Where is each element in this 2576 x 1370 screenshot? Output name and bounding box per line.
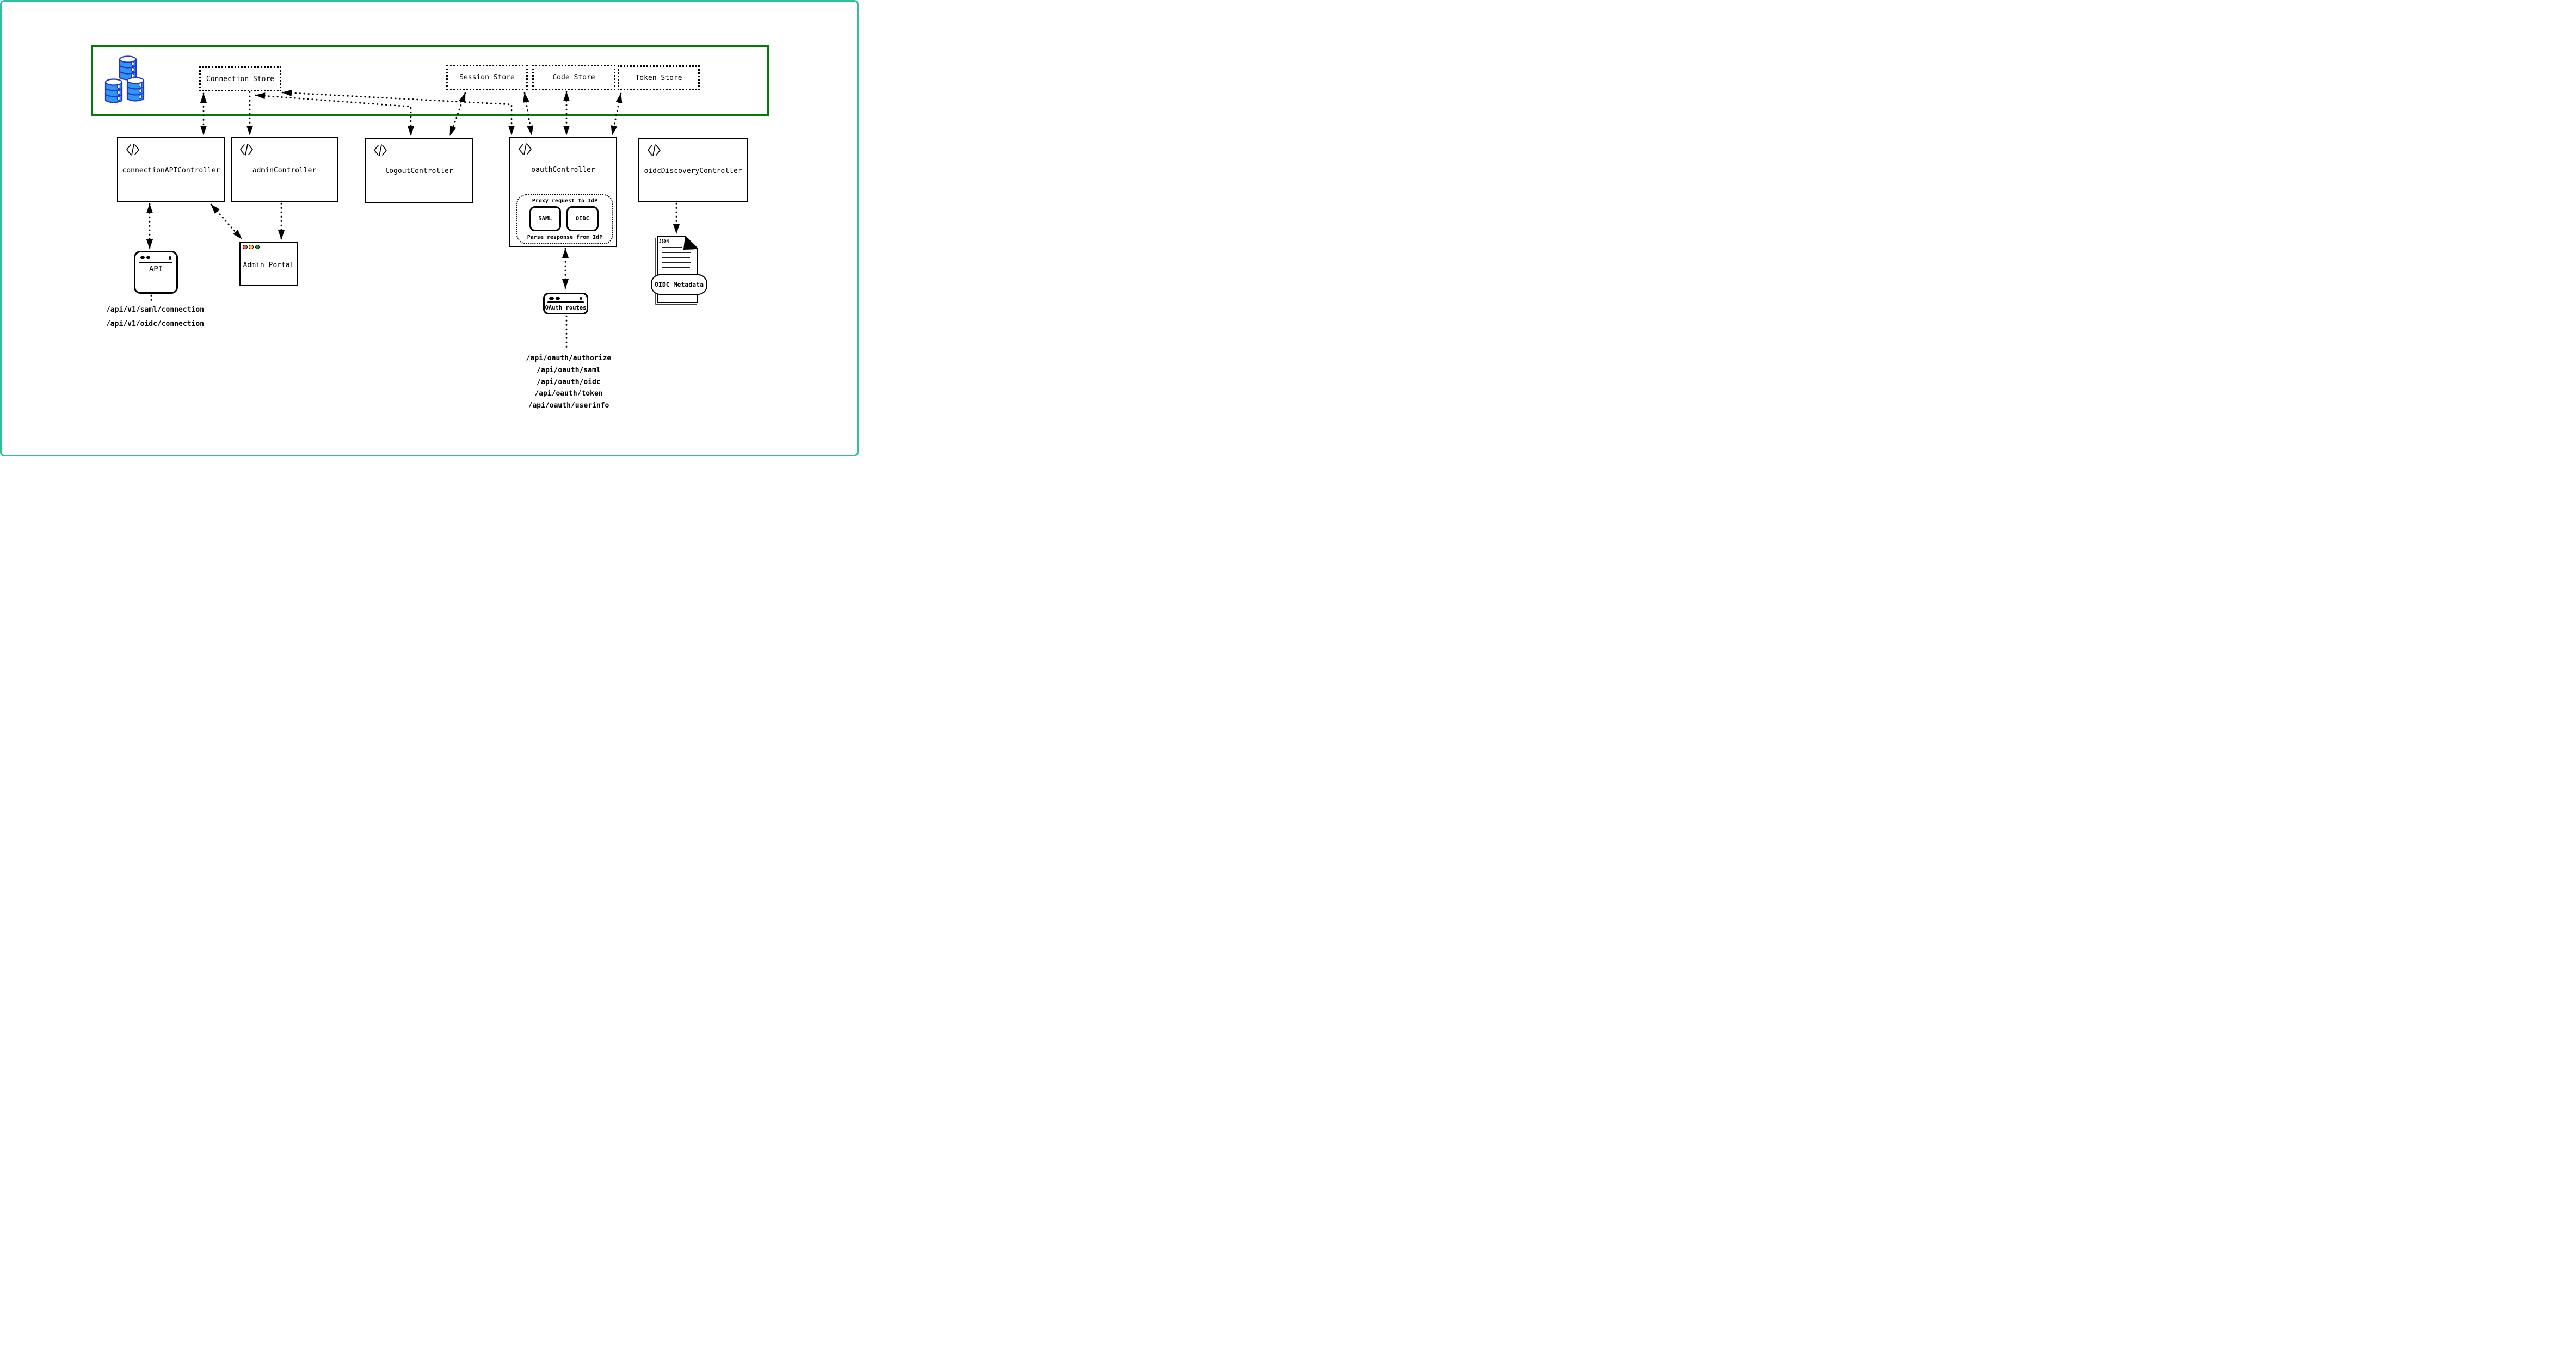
code-store-label: Code Store bbox=[552, 73, 595, 82]
code-icon bbox=[126, 144, 139, 156]
window-pill-icon bbox=[140, 256, 145, 259]
oauth-routes-label: OAuth routes bbox=[545, 305, 587, 311]
window-bar-divider bbox=[547, 301, 584, 303]
zoom-traffic-light-icon bbox=[255, 244, 260, 249]
architecture-diagram: { "palette": { "outer_frame": "#2fbf9c",… bbox=[0, 0, 859, 456]
oidc-metadata-label: OIDC Metadata bbox=[654, 281, 704, 288]
saml-chip-label: SAML bbox=[538, 215, 552, 222]
connection-api-controller-box: connectionAPIController bbox=[117, 137, 225, 202]
idp-proxy-box: Proxy request to IdP SAML OIDC Parse res… bbox=[516, 194, 613, 244]
logout-controller-box: logoutController bbox=[365, 138, 473, 203]
oidc-discovery-controller-label: oidcDiscoveryController bbox=[644, 167, 742, 175]
connection-store-label: Connection Store bbox=[206, 75, 275, 83]
oauth-endpoint-path: /api/oauth/saml bbox=[537, 366, 601, 374]
oauth-endpoint-list: /api/oauth/authorize /api/oauth/saml /ap… bbox=[509, 353, 628, 412]
database-icon bbox=[104, 55, 145, 103]
saml-protocol-chip: SAML bbox=[529, 206, 561, 231]
session-store-label: Session Store bbox=[459, 73, 515, 82]
oauth-endpoint-path: /api/oauth/userinfo bbox=[528, 402, 609, 410]
admin-portal-window: Admin Portal bbox=[239, 242, 298, 286]
close-traffic-light-icon bbox=[243, 244, 248, 249]
json-file-type-label: JSON bbox=[659, 239, 669, 244]
idp-proxy-top-label: Proxy request to IdP bbox=[532, 198, 598, 204]
window-pill-icon bbox=[549, 297, 554, 300]
token-store-box: Token Store bbox=[618, 65, 700, 90]
oauth-endpoint-path: /api/oauth/token bbox=[534, 390, 603, 398]
oauth-controller-box: oauthController Proxy request to IdP SAM… bbox=[509, 137, 617, 247]
oauth-endpoint-path: /api/oauth/authorize bbox=[526, 354, 612, 362]
api-endpoint-path: /api/v1/oidc/connection bbox=[106, 320, 204, 328]
idp-proxy-bottom-label: Parse response from IdP bbox=[527, 234, 603, 240]
code-store-box: Code Store bbox=[532, 65, 615, 90]
session-store-box: Session Store bbox=[446, 65, 528, 90]
connection-store-box: Connection Store bbox=[199, 66, 281, 91]
admin-portal-label: Admin Portal bbox=[243, 261, 294, 269]
minimize-traffic-light-icon bbox=[249, 244, 254, 249]
logout-controller-label: logoutController bbox=[385, 167, 453, 175]
api-window-label: API bbox=[149, 265, 163, 274]
connection-api-controller-label: connectionAPIController bbox=[122, 166, 220, 175]
window-pill-icon bbox=[146, 256, 150, 259]
api-window: API bbox=[134, 251, 178, 294]
json-file-icon bbox=[655, 235, 699, 305]
code-icon bbox=[648, 144, 661, 156]
code-icon bbox=[240, 144, 253, 156]
oauth-controller-label: oauthController bbox=[531, 166, 595, 174]
token-store-label: Token Store bbox=[635, 73, 682, 82]
admin-controller-box: adminController bbox=[231, 137, 338, 202]
oidc-protocol-chip: OIDC bbox=[566, 206, 599, 231]
oidc-chip-label: OIDC bbox=[575, 215, 590, 222]
admin-controller-label: adminController bbox=[252, 166, 317, 175]
page-frame bbox=[0, 0, 859, 456]
oauth-endpoint-path: /api/oauth/oidc bbox=[537, 378, 601, 386]
code-icon bbox=[374, 144, 387, 156]
oauth-routes-window: OAuth routes bbox=[543, 293, 588, 314]
oidc-metadata-pill: OIDC Metadata bbox=[651, 274, 707, 295]
api-endpoint-path: /api/v1/saml/connection bbox=[106, 306, 204, 314]
oidc-metadata-document: JSON OIDC Metadata bbox=[650, 234, 707, 306]
window-bar-divider bbox=[139, 262, 172, 263]
window-dot-icon bbox=[168, 256, 171, 260]
window-dot-icon bbox=[579, 297, 582, 300]
admin-portal-titlebar bbox=[241, 243, 297, 250]
oidc-discovery-controller-box: oidcDiscoveryController bbox=[638, 138, 748, 202]
code-icon bbox=[519, 143, 532, 155]
window-pill-icon bbox=[556, 297, 560, 300]
